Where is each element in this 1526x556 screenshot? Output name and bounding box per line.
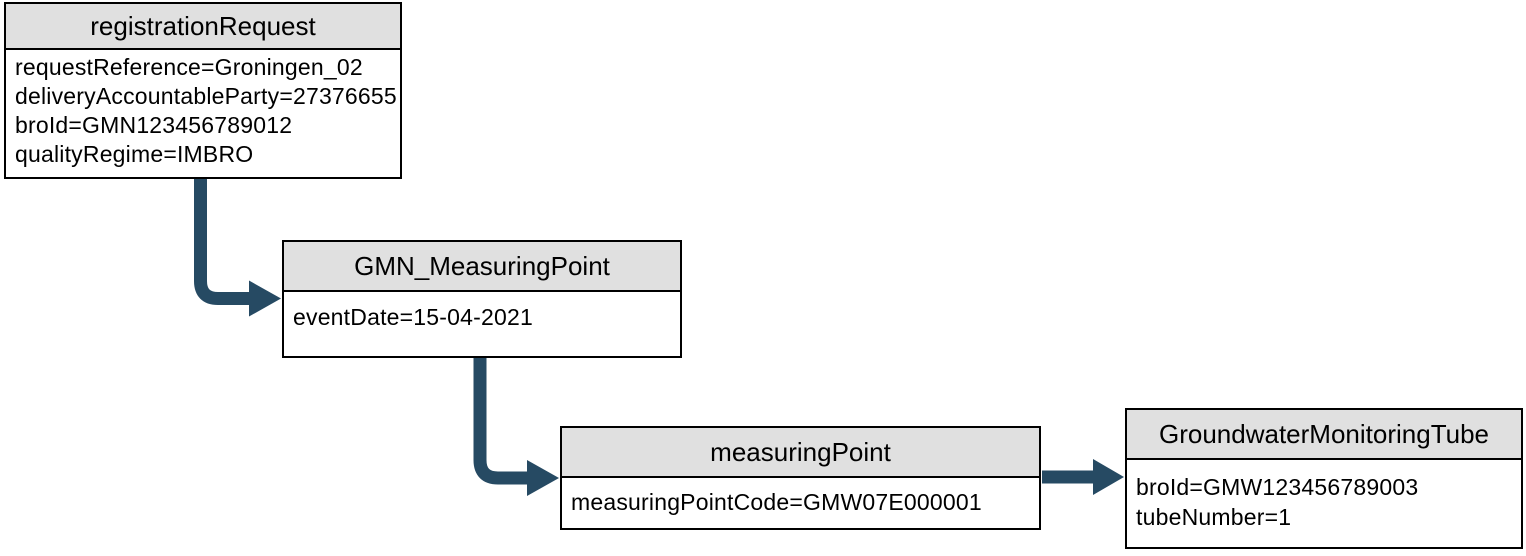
node-attribute: tubeNumber=1	[1136, 504, 1292, 530]
node-attribute: deliveryAccountableParty=27376655	[15, 83, 397, 109]
arrow-gmn-to-measuringpoint-icon	[473, 356, 559, 496]
node-body: eventDate=15-04-2021	[284, 292, 680, 343]
arrow-measuringpoint-to-tube-icon	[1042, 459, 1124, 495]
node-registration-request: registrationRequest requestReference=Gro…	[4, 2, 402, 179]
node-title: registrationRequest	[6, 4, 400, 50]
node-groundwater-monitoring-tube: GroundwaterMonitoringTube broId=GMW12345…	[1125, 408, 1523, 549]
node-title: GMN_MeasuringPoint	[284, 242, 680, 292]
node-attribute: requestReference=Groningen_02	[15, 54, 363, 80]
node-attribute: broId=GMW123456789003	[1136, 474, 1419, 500]
node-attribute: eventDate=15-04-2021	[293, 304, 533, 330]
node-measuring-point: measuringPoint measuringPointCode=GMW07E…	[560, 426, 1041, 530]
node-body: broId=GMW123456789003 tubeNumber=1	[1127, 460, 1521, 544]
node-body: requestReference=Groningen_02 deliveryAc…	[6, 50, 400, 172]
node-attribute: measuringPointCode=GMW07E000001	[571, 489, 982, 515]
node-attribute: qualityRegime=IMBRO	[15, 141, 254, 167]
node-title: measuringPoint	[562, 428, 1039, 478]
node-gmn-measuring-point: GMN_MeasuringPoint eventDate=15-04-2021	[282, 240, 682, 358]
node-attribute: broId=GMN123456789012	[15, 112, 293, 138]
arrow-registration-to-gmn-icon	[194, 178, 281, 317]
node-title: GroundwaterMonitoringTube	[1127, 410, 1521, 460]
node-body: measuringPointCode=GMW07E000001	[562, 478, 1039, 527]
